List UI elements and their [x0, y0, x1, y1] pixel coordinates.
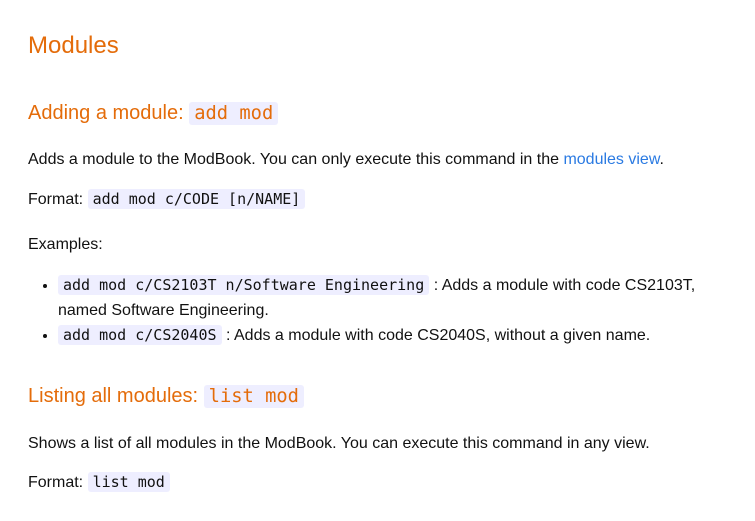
example-code-cs2103t: add mod c/CS2103T n/Software Engineering — [58, 275, 430, 295]
examples-label: Examples: — [28, 236, 103, 253]
documentation-page: Modules Adding a module: add mod Adds a … — [0, 0, 755, 495]
example-code-cs2040s: add mod c/CS2040S — [58, 325, 222, 345]
section-heading-listing-label: Listing all modules: — [28, 385, 199, 407]
adding-module-description: Adds a module to the ModBook. You can on… — [28, 147, 715, 172]
adding-module-format-line: Format: add mod c/CODE [n/NAME] — [28, 187, 715, 212]
example-item-cs2040s: add mod c/CS2040S : Adds a module with c… — [58, 323, 715, 348]
listing-modules-format-line: Format: list mod — [28, 470, 715, 495]
format-label: Format: — [28, 191, 84, 208]
examples-list: add mod c/CS2103T n/Software Engineering… — [28, 273, 715, 348]
section-heading-adding-module: Adding a module: add mod — [28, 98, 715, 129]
page-title: Modules — [28, 32, 119, 59]
example-text-cs2103t: : Adds a module with code CS2103T, named… — [58, 277, 696, 319]
example-text-cs2040s: : Adds a module with code CS2040S, witho… — [225, 327, 651, 344]
description-text-after-link: . — [659, 151, 664, 168]
inline-code-list-mod: list mod — [203, 385, 304, 408]
format-label-2: Format: — [28, 474, 84, 491]
section-heading-listing-modules: Listing all modules: list mod — [28, 381, 715, 412]
example-item-cs2103t: add mod c/CS2103T n/Software Engineering… — [58, 273, 715, 323]
listing-modules-description: Shows a list of all modules in the ModBo… — [28, 435, 650, 452]
inline-code-add-mod-format: add mod c/CODE [n/NAME] — [87, 189, 306, 209]
modules-view-link[interactable]: modules view — [563, 151, 660, 168]
section-heading-adding-label: Adding a module: — [28, 102, 184, 124]
description-text-before-link: Adds a module to the ModBook. You can on… — [28, 151, 559, 168]
inline-code-add-mod: add mod — [189, 102, 279, 125]
inline-code-list-mod-format: list mod — [87, 472, 170, 492]
